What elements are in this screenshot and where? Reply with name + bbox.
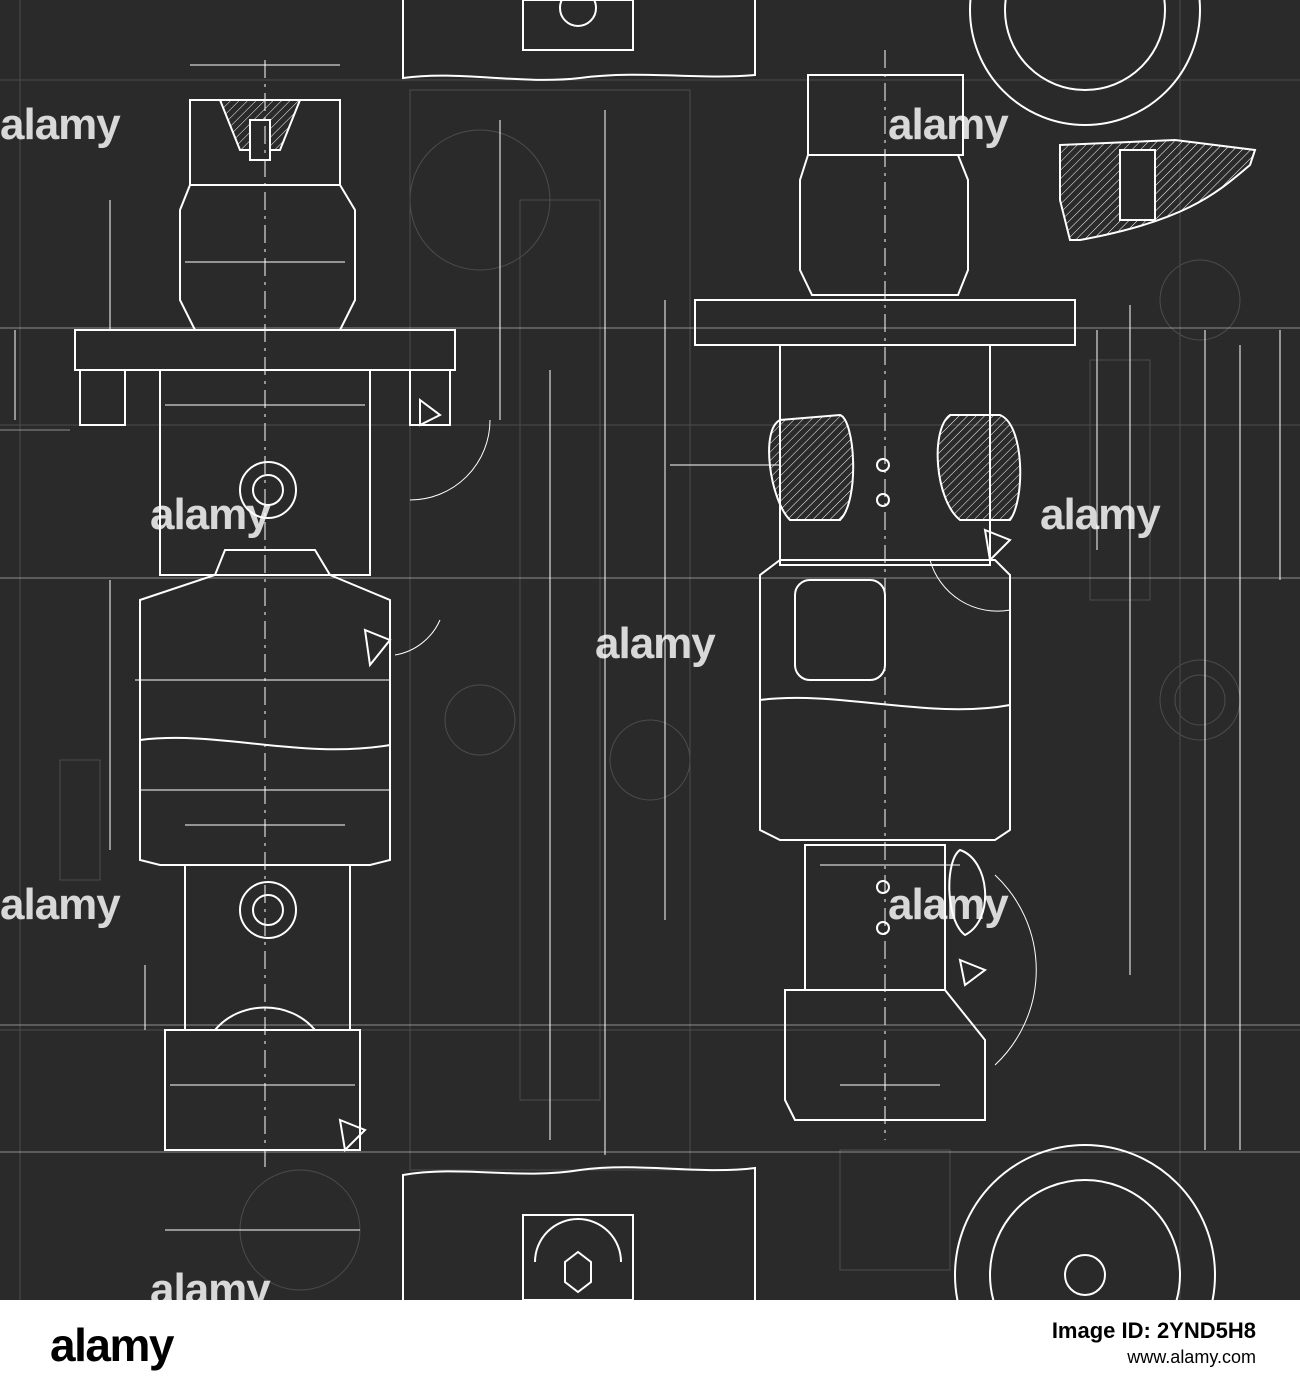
watermark-text: alamy (0, 880, 121, 929)
watermark-text: alamy (888, 880, 1009, 929)
blueprint-svg (0, 0, 1300, 1300)
alamy-logo[interactable]: alamy (50, 1319, 174, 1371)
blueprint-drawing: alamy alamy alamy alamy alamy alamy alam… (0, 0, 1300, 1300)
watermark-text: alamy (150, 490, 271, 539)
image-id: Image ID: 2YND5H8 (1051, 1318, 1256, 1343)
footer-bar: alamy Image ID: 2YND5H8 www.alamy.com (0, 1300, 1300, 1390)
watermark-text: alamy (1040, 490, 1161, 539)
watermark-text: alamy (595, 619, 716, 668)
right-tool-drawing (664, 50, 1281, 1150)
image-info: Image ID: 2YND5H8 www.alamy.com (1052, 1318, 1256, 1370)
watermark-text: alamy (150, 1265, 271, 1301)
detail-views (402, 0, 1257, 1300)
watermark-text: alamy (0, 100, 121, 149)
site-url[interactable]: www.alamy.com (1127, 1347, 1256, 1367)
grid-lines (0, 327, 1300, 1153)
watermark-text: alamy (888, 100, 1009, 149)
left-tool-drawing (14, 60, 606, 1231)
